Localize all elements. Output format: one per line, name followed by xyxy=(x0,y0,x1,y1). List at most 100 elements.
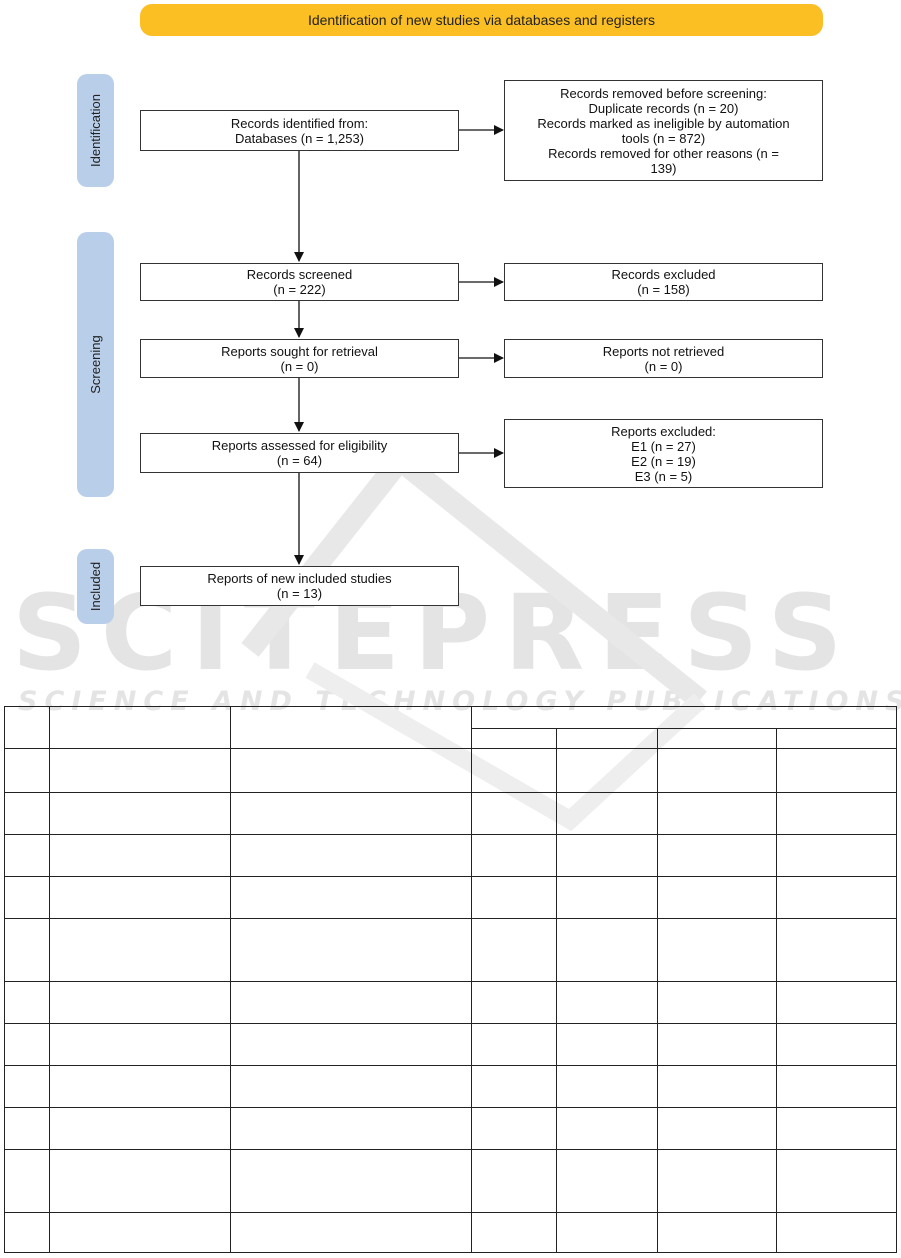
table-cell xyxy=(4,876,50,919)
table-cell xyxy=(229,1023,473,1066)
table-cell xyxy=(556,1107,659,1150)
reports-assessed-line2: (n = 64) xyxy=(276,453,323,468)
table-cell xyxy=(48,1149,231,1213)
table-cell xyxy=(657,1023,778,1066)
table-cell xyxy=(657,876,778,919)
studies-table xyxy=(4,706,897,1253)
table-cell xyxy=(471,918,558,982)
table-cell xyxy=(471,834,558,877)
table-header-cell xyxy=(48,706,231,749)
table-cell xyxy=(4,1107,50,1150)
reports-not-retrieved-box: Reports not retrieved (n = 0) xyxy=(504,339,823,378)
table-cell xyxy=(4,981,50,1024)
table-cell xyxy=(471,981,558,1024)
records-removed-line1: Records removed before screening: xyxy=(560,85,767,101)
reports-excluded-box: Reports excluded: E1 (n = 27) E2 (n = 19… xyxy=(504,419,823,488)
reports-not-retrieved-line1: Reports not retrieved xyxy=(602,343,725,359)
records-excluded-line1: Records excluded xyxy=(611,267,716,282)
table-cell xyxy=(471,1023,558,1066)
flow-arrows xyxy=(294,125,504,565)
table-row xyxy=(4,1023,897,1066)
table-cell xyxy=(776,1107,897,1150)
table-header-cell xyxy=(229,706,473,749)
phase-screening: Screening xyxy=(77,232,114,497)
table-cell xyxy=(471,1107,558,1150)
table-cell xyxy=(4,748,50,793)
table-row xyxy=(4,876,897,919)
reports-excluded-line1: Reports excluded: xyxy=(611,423,716,439)
table-cell xyxy=(48,834,231,877)
table-cell xyxy=(556,1212,659,1253)
table-cell xyxy=(776,1149,897,1213)
table-cell xyxy=(657,918,778,982)
table-cell xyxy=(4,1149,50,1213)
table-cell xyxy=(48,876,231,919)
table-cell xyxy=(657,1212,778,1253)
table-cell xyxy=(4,1065,50,1108)
table-cell xyxy=(48,1023,231,1066)
table-cell xyxy=(471,792,558,835)
table-cell xyxy=(471,876,558,919)
table-cell xyxy=(556,748,659,793)
table-cell xyxy=(657,981,778,1024)
table-cell xyxy=(556,918,659,982)
table-cell xyxy=(657,834,778,877)
records-identified-box: Records identified from: Databases (n = … xyxy=(140,110,459,151)
table-cell xyxy=(4,792,50,835)
table-subheader-cell xyxy=(556,728,659,749)
table-row xyxy=(4,834,897,877)
table-cell xyxy=(556,834,659,877)
table-cell xyxy=(776,792,897,835)
records-screened-line2: (n = 222) xyxy=(273,282,326,297)
table-row xyxy=(4,981,897,1024)
table-cell xyxy=(657,1065,778,1108)
records-identified-line2: Databases (n = 1,253) xyxy=(235,130,364,146)
records-screened-box: Records screened (n = 222) xyxy=(140,263,459,301)
table-cell xyxy=(657,1107,778,1150)
table-cell xyxy=(48,748,231,793)
table-cell xyxy=(776,981,897,1024)
table-cell xyxy=(48,792,231,835)
table-cell xyxy=(48,1212,231,1253)
records-excluded-line2: (n = 158) xyxy=(637,282,690,297)
reports-assessed-box: Reports assessed for eligibility (n = 64… xyxy=(140,433,459,473)
reports-not-retrieved-line2: (n = 0) xyxy=(644,358,683,374)
table-subheader-cell xyxy=(657,728,778,749)
records-removed-box: Records removed before screening: Duplic… xyxy=(504,80,823,181)
table-cell xyxy=(4,1023,50,1066)
table-cell xyxy=(48,1065,231,1108)
records-removed-line4: tools (n = 872) xyxy=(621,130,706,146)
included-studies-box: Reports of new included studies (n = 13) xyxy=(140,566,459,606)
records-identified-line1: Records identified from: xyxy=(230,115,369,131)
table-cell xyxy=(229,1107,473,1150)
table-cell xyxy=(657,748,778,793)
table-cell xyxy=(556,1065,659,1108)
table-row xyxy=(4,1065,897,1108)
reports-excluded-line4: E3 (n = 5) xyxy=(634,468,693,484)
included-studies-line1: Reports of new included studies xyxy=(207,571,392,586)
table-cell xyxy=(556,792,659,835)
records-removed-line2: Duplicate records (n = 20) xyxy=(588,100,739,116)
table-cell xyxy=(471,1065,558,1108)
table-cell xyxy=(776,1065,897,1108)
records-screened-line1: Records screened xyxy=(246,267,353,282)
table-row xyxy=(4,1107,897,1150)
records-removed-line5: Records removed for other reasons (n = xyxy=(548,145,779,161)
table-cell xyxy=(657,1149,778,1213)
table-subheader-cell xyxy=(776,728,897,749)
table-cell xyxy=(229,876,473,919)
reports-assessed-line1: Reports assessed for eligibility xyxy=(211,438,388,453)
table-cell xyxy=(229,918,473,982)
table-cell xyxy=(48,981,231,1024)
table-cell xyxy=(48,918,231,982)
table-cell xyxy=(556,1023,659,1066)
table-cell xyxy=(48,1107,231,1150)
table-header-cell xyxy=(4,706,50,749)
table-cell xyxy=(229,834,473,877)
table-cell xyxy=(229,1065,473,1108)
table-cell xyxy=(776,748,897,793)
table-cell xyxy=(776,834,897,877)
table-row xyxy=(4,792,897,835)
table-cell xyxy=(4,918,50,982)
table-cell xyxy=(556,876,659,919)
